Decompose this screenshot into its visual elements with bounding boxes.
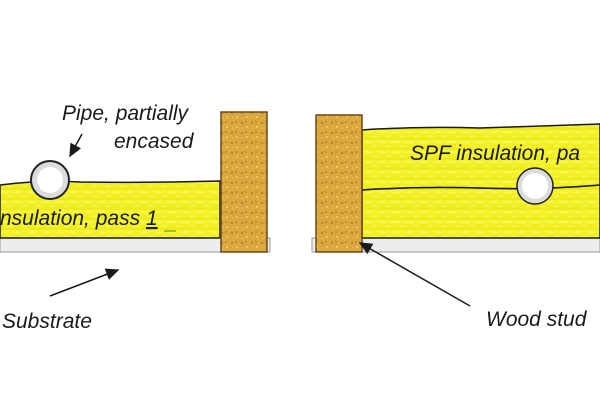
- insulation-pass1-label: nsulation, pass 1: [0, 207, 158, 230]
- insulation-pass1-number: 1: [146, 207, 158, 230]
- wood-stud-label: Wood stud: [486, 308, 588, 331]
- pipe-icon: [516, 167, 554, 205]
- pipe-label-line2: encased: [114, 130, 195, 153]
- arrow-icon: [358, 242, 471, 307]
- arrow-icon: [69, 133, 83, 158]
- arrow-icon: [49, 268, 120, 297]
- wood-stud-left: [220, 111, 268, 253]
- insulation-pass1-prefix: nsulation, pass: [0, 207, 146, 230]
- spf-pass2-label: SPF insulation, pa: [410, 142, 580, 165]
- substrate-label: Substrate: [2, 310, 92, 333]
- pipe-icon: [30, 160, 70, 200]
- wood-stud-right: [315, 114, 363, 253]
- insulation-pass1-right: [361, 184, 600, 239]
- pipe-label-line1: Pipe, partially: [62, 102, 190, 125]
